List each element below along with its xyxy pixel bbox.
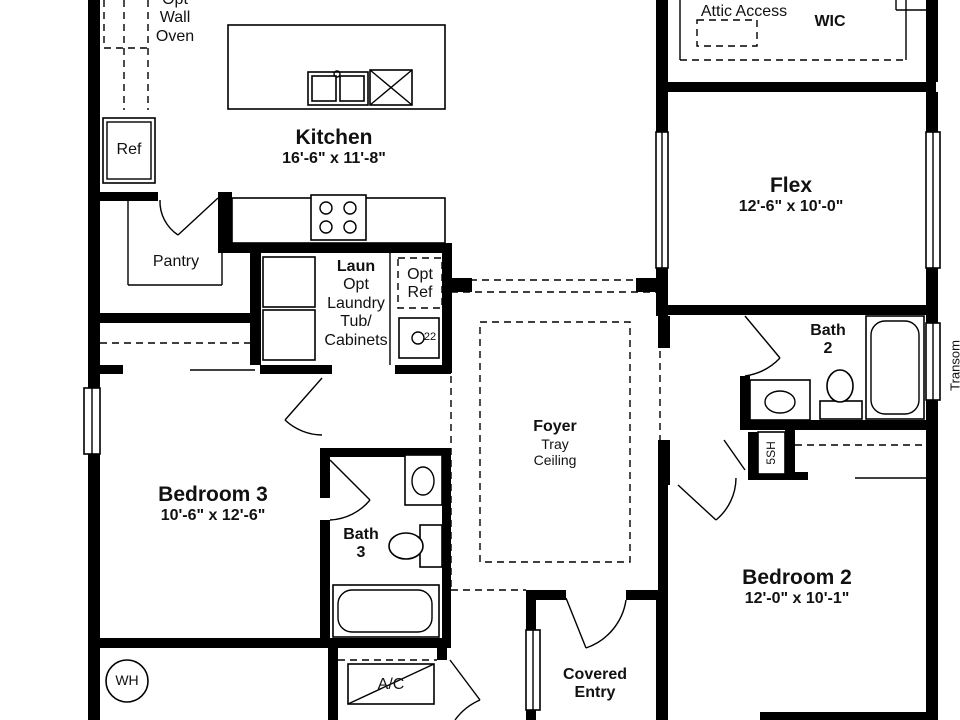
- kitchen-label: Kitchen 16'-6" x 11'-8": [254, 126, 414, 169]
- pantry-label: Pantry: [152, 253, 200, 270]
- linen-closet: [757, 431, 786, 475]
- foyer-label: Foyer Tray Ceiling: [500, 418, 610, 469]
- transom-label: Transom: [947, 340, 960, 391]
- walls: [88, 0, 938, 720]
- kitchen-island: [227, 24, 446, 110]
- doors: [159, 197, 926, 720]
- covered-entry-label: Covered Entry: [562, 666, 628, 702]
- washer-box-label: 22: [423, 331, 437, 343]
- bedroom3-label: Bedroom 3 10'-6" x 12'-6": [128, 483, 298, 526]
- opt-wall-oven-label: Opt Wall Oven: [155, 0, 195, 45]
- bedroom2-name: Bedroom 2: [742, 566, 852, 589]
- attic-access-label: Attic Access: [700, 3, 788, 20]
- bedroom3-name: Bedroom 3: [158, 483, 268, 506]
- laundry-label: Laun Opt Laundry Tub/ Cabinets: [313, 258, 399, 350]
- ac-label: A/C: [377, 676, 405, 693]
- wic-label: WIC: [814, 13, 846, 30]
- laundry-name: Laun: [336, 258, 376, 275]
- flex-dims: 12'-6" x 10'-0": [738, 198, 844, 216]
- linen-label: 5SH: [764, 441, 779, 465]
- bath2-label: Bath 2: [810, 322, 846, 358]
- bedroom2-label: Bedroom 2 12'-0" x 10'-1": [712, 566, 882, 609]
- ac-unit: [347, 663, 435, 705]
- water-heater-label: WH: [115, 672, 139, 688]
- wic-closet: [679, 0, 926, 60]
- laundry-fixtures: [262, 252, 440, 365]
- bath3-label: Bath 3: [343, 526, 379, 562]
- kitchen-name: Kitchen: [295, 126, 373, 149]
- refrigerator: [102, 117, 156, 184]
- water-heater: [105, 659, 149, 703]
- flex-label: Flex 12'-6" x 10'-0": [716, 174, 866, 217]
- bath2-fixtures: [749, 315, 925, 421]
- opt-ref-label: Opt Ref: [407, 266, 433, 302]
- foyer-name: Foyer: [533, 418, 577, 435]
- dashed-lines: [100, 0, 926, 661]
- flex-name: Flex: [769, 174, 813, 197]
- ref-label: Ref: [116, 141, 142, 158]
- windows: [83, 131, 941, 711]
- bedroom3-dims: 10'-6" x 12'-6": [160, 507, 266, 525]
- pantry: [127, 201, 223, 286]
- kitchen-counter: [231, 194, 446, 244]
- bedroom2-dims: 12'-0" x 10'-1": [744, 590, 850, 608]
- bath3-fixtures: [332, 454, 443, 638]
- kitchen-dims: 16'-6" x 11'-8": [282, 150, 386, 168]
